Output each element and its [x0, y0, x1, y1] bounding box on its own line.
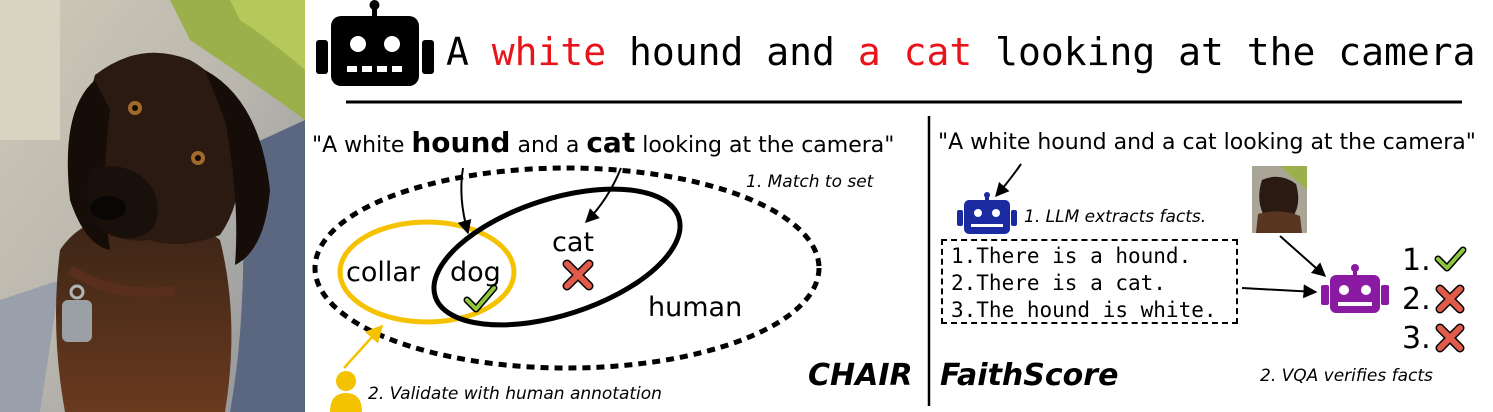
- hound-to-dog-arrow: [457, 167, 472, 235]
- quote-part: and a: [510, 133, 587, 158]
- facts-to-vqa-arrow: [1241, 284, 1318, 299]
- caption-part: looking at the camera: [972, 30, 1476, 74]
- human-label: human: [648, 292, 743, 323]
- image-to-vqa-arrow: [1279, 235, 1327, 277]
- result-number: 2.: [1402, 282, 1431, 317]
- vocab-set-ellipse: [312, 165, 822, 371]
- robot-icon: [316, 0, 434, 86]
- cross-icon: [1435, 323, 1465, 353]
- hallucinated-word: white: [491, 30, 607, 74]
- faithscore-quote: "A white hound and a cat looking at the …: [938, 130, 1476, 155]
- match-step-label: 1. Match to set: [746, 172, 874, 192]
- verify-step-label: 2. VQA verifies facts: [1260, 366, 1433, 386]
- caption-part: hound and: [606, 30, 858, 74]
- dog-photo: [0, 0, 305, 412]
- quote-object-word: cat: [586, 126, 636, 159]
- facts-box: 1.There is a hound. 2.There is a cat. 3.…: [941, 239, 1238, 324]
- dog-label: dog: [450, 257, 501, 288]
- quote-part: looking at the camera": [635, 133, 895, 158]
- result-number: 3.: [1402, 321, 1431, 356]
- chair-quote: "A white hound and a cat looking at the …: [312, 126, 894, 159]
- cross-icon: [1435, 284, 1465, 314]
- check-icon: [1434, 246, 1467, 272]
- chair-method-title: CHAIR: [808, 358, 913, 393]
- object-set-ellipse: [431, 186, 683, 328]
- cat-to-cat-arrow: [585, 167, 622, 223]
- cat-label: cat: [552, 227, 594, 258]
- quote-to-llm-arrow: [995, 163, 1022, 198]
- cross-icon: [562, 259, 594, 291]
- llm-robot-icon: [957, 192, 1017, 234]
- quote-object-word: hound: [411, 126, 511, 159]
- fact-item: 3.The hound is white.: [951, 298, 1217, 322]
- validate-arrow: [343, 324, 384, 369]
- quote-part: "A white: [312, 133, 412, 158]
- collar-label: collar: [346, 257, 421, 288]
- result-number: 1.: [1402, 243, 1431, 278]
- person-icon: [330, 371, 362, 412]
- annotation-set-ellipse: [337, 219, 517, 325]
- faithscore-method-title: FaithScore: [940, 358, 1119, 393]
- dog-thumbnail: [1252, 166, 1307, 233]
- validate-step-label: 2. Validate with human annotation: [368, 384, 662, 404]
- vqa-robot-icon: [1321, 264, 1389, 313]
- hallucinated-word: a cat: [857, 30, 973, 74]
- caption-part: A: [446, 30, 492, 74]
- generated-caption: A white hound and a cat looking at the c…: [446, 30, 1476, 74]
- fact-item: 1.There is a hound.: [951, 244, 1192, 268]
- extract-step-label: 1. LLM extracts facts.: [1024, 207, 1207, 227]
- fact-item: 2.There is a cat.: [951, 271, 1166, 295]
